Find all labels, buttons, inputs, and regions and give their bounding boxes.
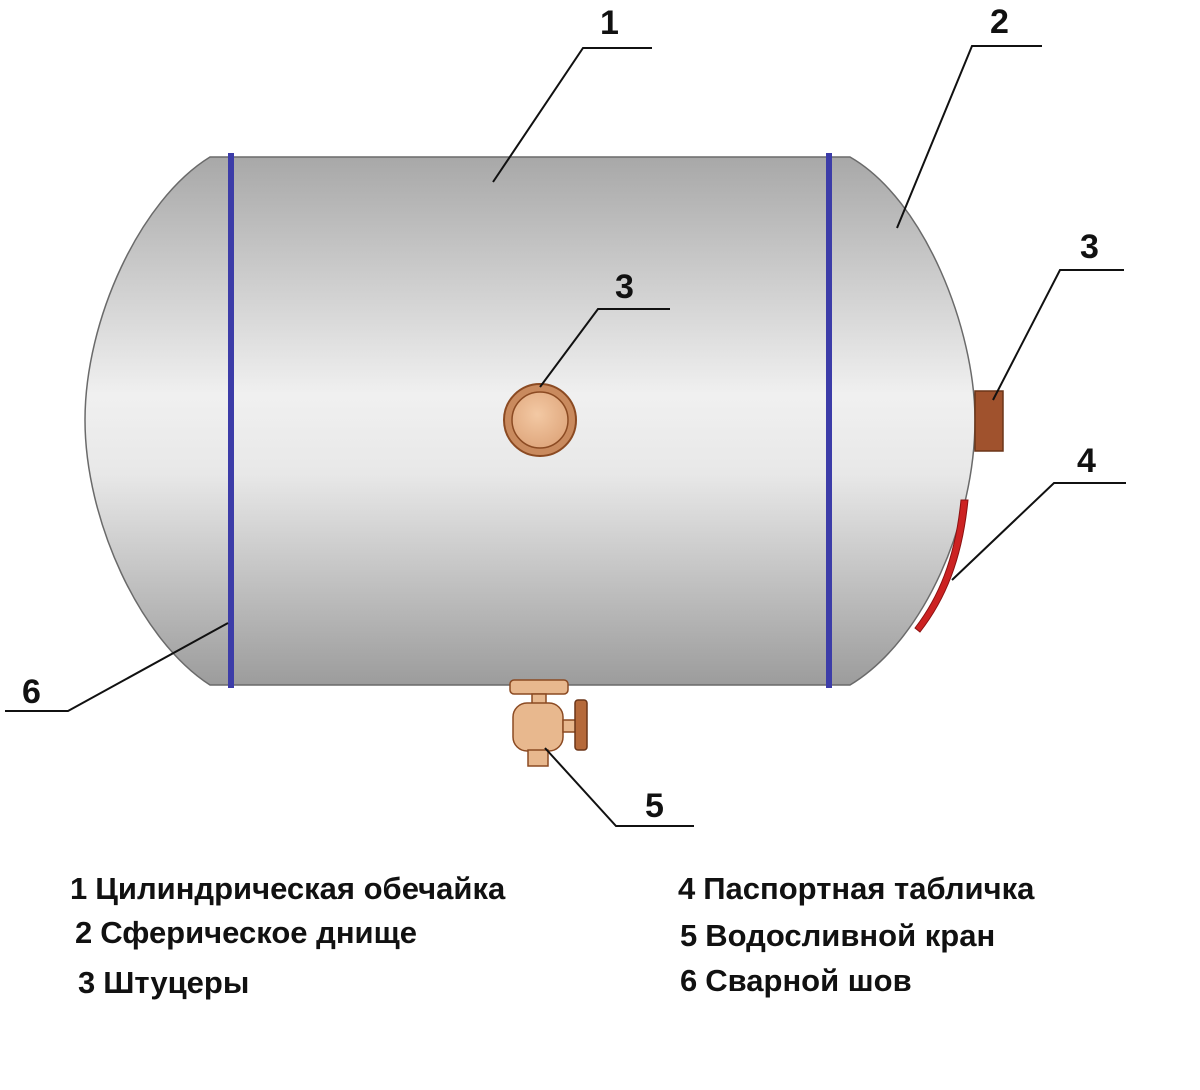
legend-text: Штуцеры <box>103 965 250 1000</box>
side-nozzle <box>974 390 1004 452</box>
callout-2: 2 <box>990 3 1009 41</box>
callout-3-center: 3 <box>615 268 634 306</box>
legend-text: Цилиндрическая обечайка <box>95 871 506 906</box>
legend-num: 3 <box>78 965 96 1000</box>
callout-3-side: 3 <box>1080 228 1099 266</box>
callout-4: 4 <box>1077 442 1096 480</box>
legend-text: Сферическое днище <box>100 915 418 950</box>
nameplate <box>914 499 969 633</box>
legend-num: 5 <box>680 918 698 953</box>
legend-text: Паспортная табличка <box>703 871 1035 906</box>
legend-num: 2 <box>75 915 93 950</box>
legend-num: 4 <box>678 871 696 906</box>
legend-text: Водосливной кран <box>705 918 996 953</box>
leader-lines <box>5 45 1126 827</box>
callout-5: 5 <box>645 787 664 825</box>
legend-num: 6 <box>680 963 698 998</box>
legend-text: Сварной шов <box>705 963 912 998</box>
top-nozzle <box>503 383 577 457</box>
callout-6: 6 <box>22 673 41 711</box>
legend-num: 1 <box>70 871 88 906</box>
drain-valve <box>509 679 588 767</box>
callout-1: 1 <box>600 4 619 42</box>
